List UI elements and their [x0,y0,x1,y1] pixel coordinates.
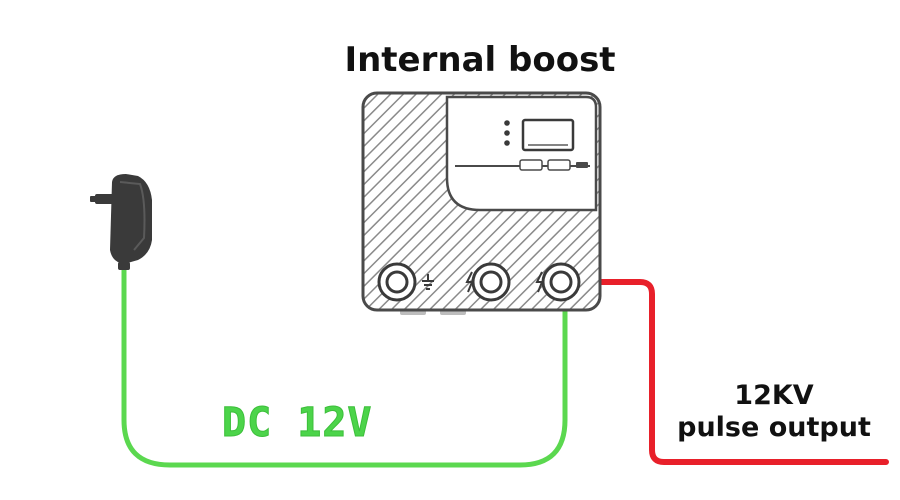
output-terminal [535,262,581,302]
output-voltage-line2: pulse output [677,412,871,443]
input-wire [121,259,568,468]
output-voltage-label: 12KV pulse output [664,380,884,444]
ground-terminal-icon [422,274,434,290]
lightning-terminal-icon [465,271,474,293]
lightning-terminal-icon [535,271,544,293]
input-voltage-label: DC 12V [222,400,373,447]
power-adapter-icon [90,174,152,270]
output-wire [574,279,889,465]
fence-energizer-icon [361,91,602,315]
middle-terminal [465,262,511,302]
output-voltage-line1: 12KV [734,380,814,411]
diagram-title: Internal boost [344,40,616,80]
ground-terminal [377,262,434,302]
